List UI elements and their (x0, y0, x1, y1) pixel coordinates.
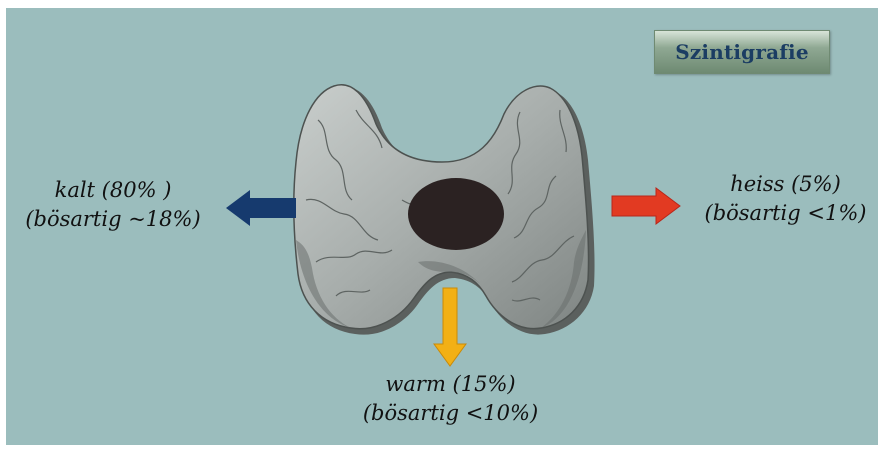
page-title: Szintigrafie (675, 40, 809, 64)
cold-label: kalt (80% ) (bösartig ~18%) (8, 176, 218, 234)
hot-label: heiss (5%) (bösartig <1%) (688, 170, 883, 228)
warm-label-line2: (bösartig <10%) (338, 399, 563, 428)
hot-label-line1: heiss (5%) (688, 170, 883, 199)
nodule (408, 178, 504, 250)
warm-label-line1: warm (15%) (338, 370, 563, 399)
cold-label-line2: (bösartig ~18%) (8, 205, 218, 234)
title-badge: Szintigrafie (654, 30, 830, 74)
hot-label-line2: (bösartig <1%) (688, 199, 883, 228)
cold-label-line1: kalt (80% ) (8, 176, 218, 205)
warm-label: warm (15%) (bösartig <10%) (338, 370, 563, 428)
